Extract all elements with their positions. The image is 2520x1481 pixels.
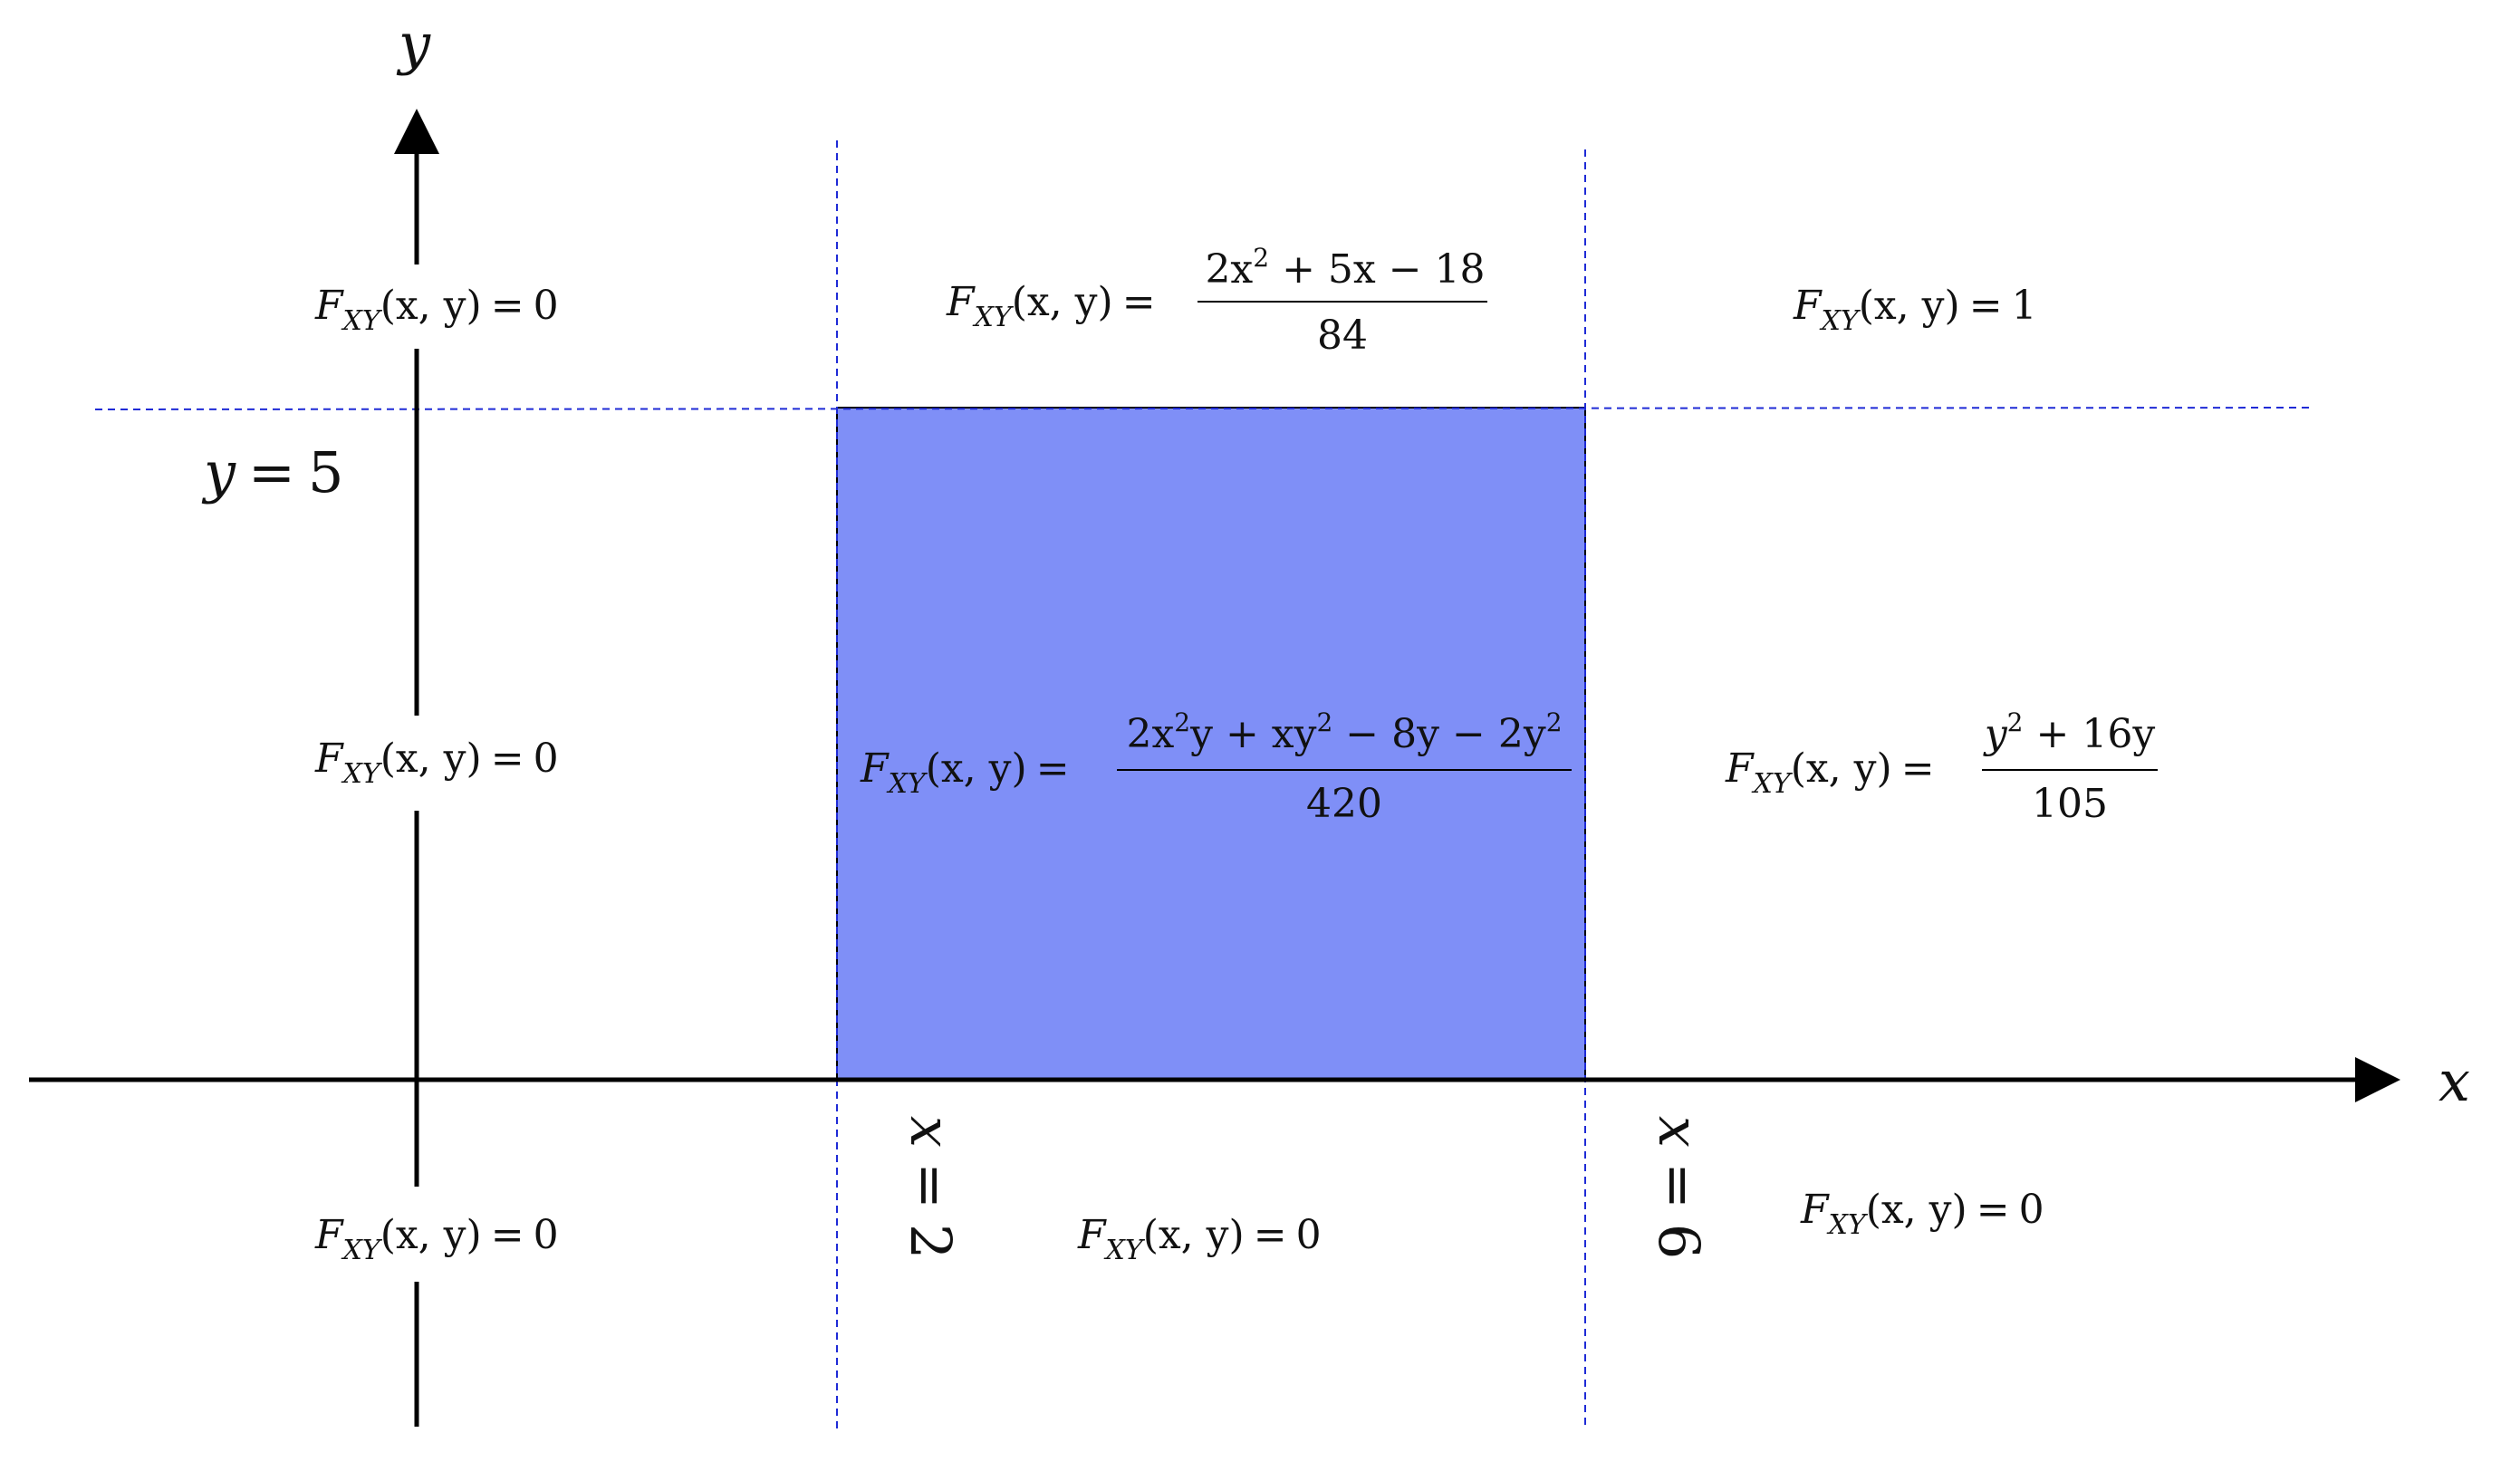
svg-text:FXY(x, y)=: FXY(x, y)= bbox=[946, 279, 1156, 333]
dashed-line-y-5 bbox=[94, 407, 2315, 410]
formula-bottom-right: FXY(x, y)=0 bbox=[1800, 1187, 2044, 1241]
fraction-denominator: 84 bbox=[1317, 313, 1368, 359]
svg-text:FXY(x, y)=: FXY(x, y)= bbox=[1725, 745, 1935, 800]
fraction-denominator: 420 bbox=[1306, 781, 1382, 827]
fraction-numerator: 2x2y + xy2 − 8y − 2y2 bbox=[1126, 707, 1562, 757]
boundary-label-x-6: x=6 bbox=[1646, 1116, 1712, 1259]
x-axis-label: x bbox=[2438, 1048, 2470, 1114]
fraction-denominator: 105 bbox=[2032, 781, 2108, 827]
formula-center: FXY(x, y)= 2x2y + xy2 − 8y − 2y2 420 bbox=[860, 707, 1572, 827]
formula-bottom-mid: FXY(x, y)=0 bbox=[1077, 1212, 1322, 1266]
formula-top-left: FXY(x, y)=0 bbox=[314, 283, 559, 337]
formula-mid-right: FXY(x, y)= y2 + 16y 105 bbox=[1725, 707, 2158, 827]
formula-mid-left: FXY(x, y)=0 bbox=[314, 736, 559, 790]
boundary-label-x-2: x=2 bbox=[898, 1116, 964, 1259]
formula-bottom-left: FXY(x, y)=0 bbox=[314, 1212, 559, 1266]
formula-top-right: FXY(x, y)=1 bbox=[1793, 283, 2037, 337]
y-axis-label: y bbox=[396, 11, 431, 77]
fraction-numerator: y2 + 16y bbox=[1983, 707, 2156, 757]
boundary-label-y-5: y=5 bbox=[201, 439, 343, 505]
svg-text:FXY(x, y)=: FXY(x, y)= bbox=[860, 745, 1070, 800]
formula-top-mid: FXY(x, y)= 2x2 + 5x − 18 84 bbox=[946, 243, 1487, 359]
fraction-numerator: 2x2 + 5x − 18 bbox=[1205, 243, 1485, 293]
support-region bbox=[836, 407, 1586, 1081]
